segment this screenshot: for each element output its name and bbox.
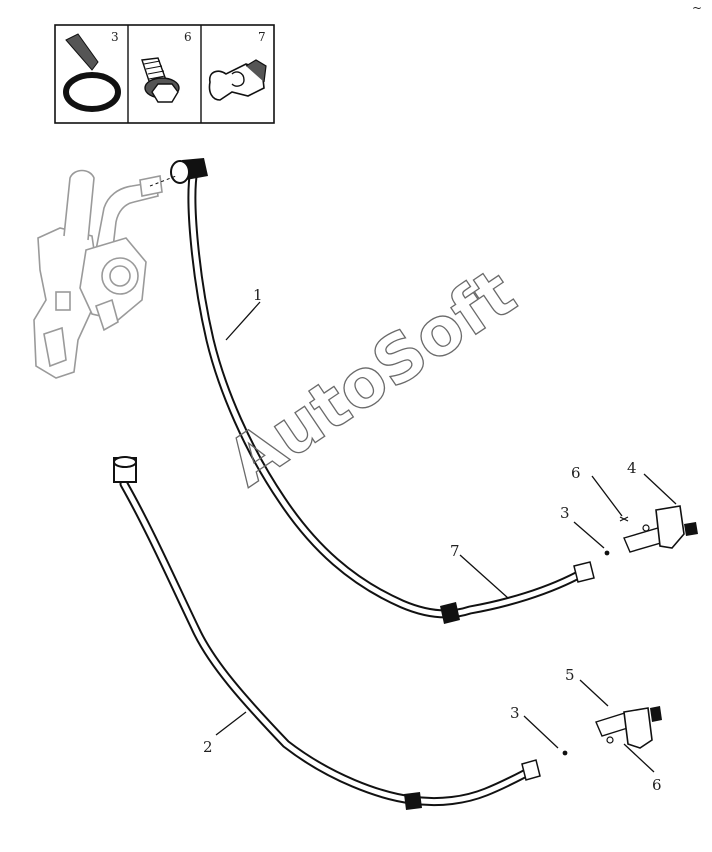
pipe-clip-icon <box>208 59 267 101</box>
callout-4: 4 <box>627 459 637 477</box>
callout-6-upper: 6 <box>571 464 581 482</box>
callout-5: 5 <box>565 666 575 684</box>
hose-2 <box>113 456 541 810</box>
callout-3-lower: 3 <box>510 704 520 722</box>
legend-number-clamp: 3 <box>111 30 119 44</box>
callout-numbers: 1 2 3 3 4 5 6 6 7 <box>203 286 662 794</box>
legend-number-clip: 7 <box>258 30 266 44</box>
leader-lines <box>215 301 677 773</box>
tee-fitting-5 <box>562 706 662 756</box>
callout-1: 1 <box>253 286 263 304</box>
corner-mark: ~ <box>692 1 702 15</box>
hose-clamp-icon <box>63 33 121 112</box>
flange-bolt-icon <box>141 57 180 103</box>
callout-3-upper: 3 <box>560 504 570 522</box>
legend-number-bolt: 6 <box>184 30 192 44</box>
water-pump-assembly <box>33 169 163 379</box>
callout-6-lower: 6 <box>652 776 662 794</box>
tee-fitting-4 <box>604 505 698 556</box>
hose-1 <box>149 158 595 624</box>
callout-2: 2 <box>203 738 213 756</box>
callout-7: 7 <box>450 542 460 560</box>
parts-legend-box: 3 6 7 <box>54 24 275 124</box>
